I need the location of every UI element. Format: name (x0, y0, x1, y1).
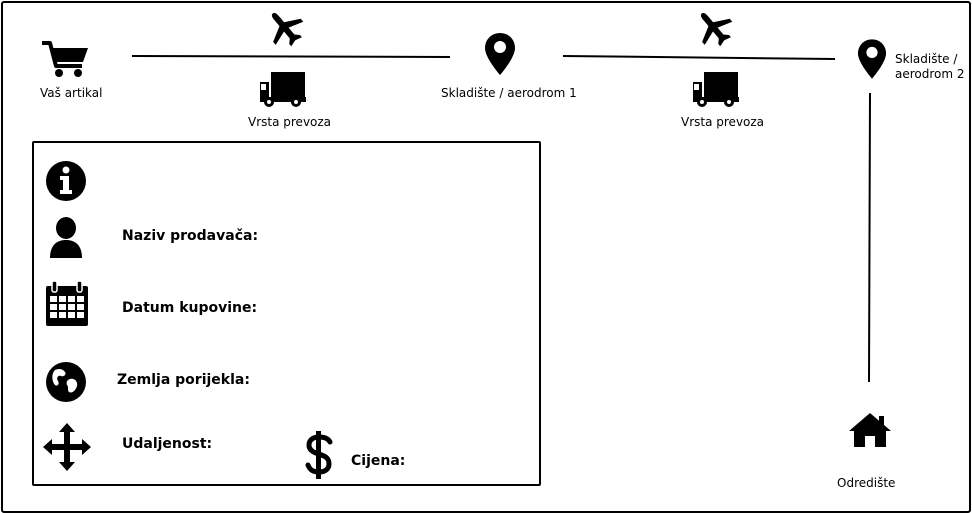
distance-label: Udaljenost: (122, 436, 213, 452)
purchase-date-label: Datum kupovine: (122, 300, 258, 316)
dollar-icon (305, 430, 333, 480)
truck-icon (259, 70, 307, 110)
connector-hub2-destination (868, 92, 871, 383)
price-label: Cijena: (351, 453, 406, 469)
truck-icon (692, 70, 740, 110)
globe-icon (45, 361, 87, 403)
user-icon (48, 216, 84, 260)
country-label: Zemlja porijekla: (117, 372, 250, 388)
info-icon (45, 160, 87, 202)
calendar-icon (44, 280, 90, 328)
map-pin-icon (484, 32, 516, 76)
hub1-label: Skladište / aerodrom 1 (441, 86, 577, 100)
connector-hub1-hub2 (562, 55, 836, 60)
hub2-label-line2: aerodrom 2 (895, 67, 965, 81)
destination-label: Odredište (837, 476, 896, 490)
transport-label-2: Vrsta prevoza (681, 115, 765, 129)
move-arrows-icon (42, 422, 92, 472)
seller-label: Naziv prodavača: (122, 228, 259, 244)
house-icon (847, 411, 893, 449)
connector-origin-hub1 (131, 55, 451, 58)
map-pin-icon (857, 37, 887, 81)
airplane-icon (693, 8, 735, 48)
transport-label-1: Vrsta prevoza (248, 115, 332, 129)
origin-label: Vaš artikal (40, 86, 103, 100)
hub2-label-line1: Skladište / (895, 52, 958, 66)
airplane-icon (264, 8, 306, 48)
product-info-box (32, 141, 541, 486)
hub2-label: Skladište / aerodrom 2 (895, 52, 965, 82)
shopping-cart-icon (40, 40, 90, 80)
